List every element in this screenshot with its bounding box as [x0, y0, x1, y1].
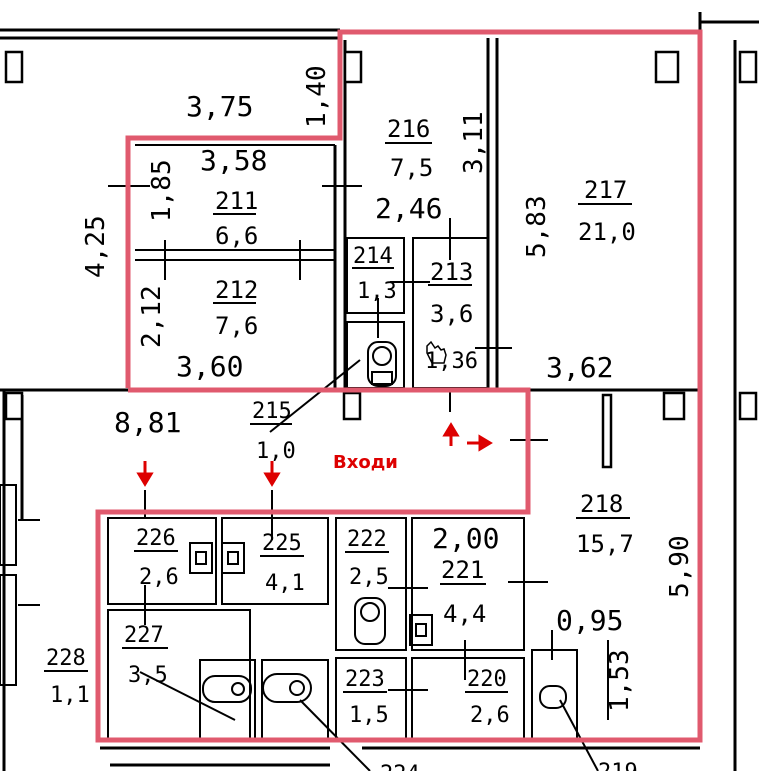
dimension-3-60: 3,60: [176, 350, 243, 383]
entry-label: Входи: [333, 452, 398, 473]
room-labels: 211 6,6 212 7,6 213 3,6 214 1,3 215 1,0 …: [44, 115, 636, 728]
room-226: 226 2,6: [134, 526, 179, 590]
entry-arrow-icon: [442, 422, 460, 446]
dimension-1-40: 1,40: [302, 65, 332, 128]
sink-icon: [189, 542, 433, 646]
partial-room-224: 224: [380, 762, 420, 771]
room-227: 227 3,5: [122, 623, 168, 688]
room-area: 4,1: [265, 571, 305, 596]
room-228: 228 1,1: [44, 646, 90, 708]
dimension-1-85: 1,85: [147, 159, 177, 222]
dimension-2-12: 2,12: [137, 285, 167, 348]
highlight-outlines: [95, 29, 703, 743]
cursor-hand-icon: [426, 340, 447, 364]
room-area: 3,6: [430, 300, 473, 328]
room-area: 15,7: [576, 530, 634, 558]
dimension-ticks: [18, 185, 609, 771]
dimension-labels: 3,75 1,40 3,58 1,85 4,25 2,12 3,60 3,11 …: [81, 65, 695, 712]
dimension-3-75: 3,75: [186, 90, 253, 123]
room-area: 4,4: [443, 600, 486, 628]
room-number: 218: [580, 490, 623, 518]
dimension-3-11: 3,11: [459, 111, 489, 174]
room-number: 223: [345, 667, 385, 692]
room-number: 221: [441, 556, 484, 584]
room-216: 216 7,5: [385, 115, 433, 182]
room-area: 21,0: [578, 218, 636, 246]
room-area: 1,5: [349, 703, 389, 728]
bathtub-icon: [202, 673, 567, 709]
room-area: 1,1: [50, 683, 90, 708]
entry-markers: Входи: [136, 422, 493, 487]
dimension-3-58: 3,58: [200, 144, 267, 177]
entry-arrow-icon: [136, 461, 154, 487]
room-area: 1,0: [256, 439, 296, 464]
room-222: 222 2,5: [345, 527, 389, 590]
entry-arrow-icon: [467, 434, 493, 452]
room-number: 222: [347, 527, 387, 552]
room-number: 228: [46, 646, 86, 671]
room-number: 213: [430, 258, 473, 286]
room-number: 220: [467, 667, 507, 692]
dimension-1-36: 1,36: [425, 349, 478, 374]
partial-room-219: 219: [598, 760, 638, 771]
toilet-icon: [354, 597, 386, 645]
room-number: 212: [215, 276, 258, 304]
toilet-icon: [367, 341, 397, 387]
room-217: 217 21,0: [578, 176, 636, 246]
room-number: 211: [215, 187, 258, 215]
room-213: 213 3,6: [428, 258, 473, 328]
room-number: 217: [584, 176, 627, 204]
room-225: 225 4,1: [260, 531, 305, 596]
dimension-2-46: 2,46: [375, 192, 442, 225]
room-area: 1,3: [357, 279, 397, 304]
walls: [0, 12, 759, 771]
dimension-0-95: 0,95: [556, 604, 623, 637]
room-223: 223 1,5: [343, 667, 389, 728]
dimension-5-90: 5,90: [665, 535, 695, 598]
room-area: 2,6: [470, 703, 510, 728]
room-221: 221 4,4: [440, 556, 486, 628]
room-220: 220 2,6: [465, 667, 510, 728]
room-number: 215: [252, 399, 292, 424]
room-area: 7,5: [390, 154, 433, 182]
room-212: 212 7,6: [213, 276, 258, 340]
partial-room-labels: 224 219: [380, 760, 638, 771]
room-211: 211 6,6: [213, 187, 258, 250]
dimension-1-53: 1,53: [605, 649, 635, 712]
columns: [4, 50, 758, 469]
entry-arrow-icon: [263, 461, 281, 487]
room-number: 225: [262, 531, 302, 556]
room-area: 6,6: [215, 222, 258, 250]
room-number: 216: [387, 115, 430, 143]
room-218: 218 15,7: [576, 490, 634, 558]
dimension-2-00: 2,00: [432, 522, 499, 555]
room-215: 215 1,0: [250, 399, 296, 464]
room-number: 226: [136, 526, 176, 551]
room-number: 227: [124, 623, 164, 648]
dimension-8-81: 8,81: [114, 406, 181, 439]
room-214: 214 1,3: [352, 244, 397, 304]
dimension-3-62: 3,62: [546, 351, 613, 384]
room-area: 3,5: [128, 663, 168, 688]
room-area: 2,6: [139, 565, 179, 590]
room-number: 214: [353, 244, 393, 269]
room-area: 7,6: [215, 312, 258, 340]
dimension-4-25: 4,25: [81, 215, 111, 278]
dimension-5-83: 5,83: [522, 195, 552, 258]
room-area: 2,5: [349, 565, 389, 590]
